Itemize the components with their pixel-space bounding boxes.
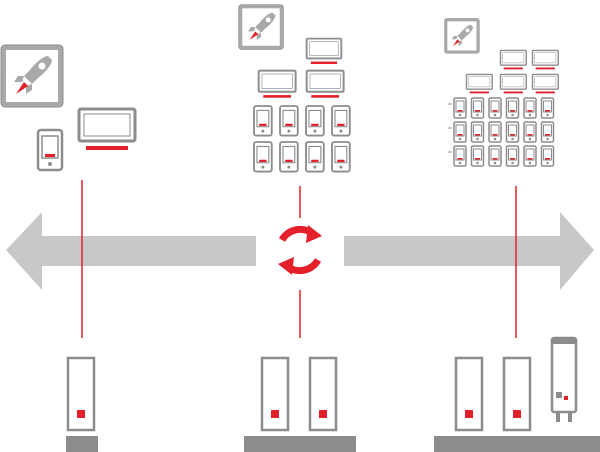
server-unit	[502, 356, 532, 432]
server-base	[434, 436, 600, 452]
smartphone-icon	[331, 141, 351, 173]
smartphone-icon	[36, 128, 64, 172]
server-unit	[66, 356, 96, 432]
laptop-icon	[305, 69, 345, 98]
smartphone-icon	[253, 105, 273, 137]
smartphone-icon	[488, 121, 502, 143]
laptop-icon	[77, 107, 137, 150]
smartphone-icon	[488, 97, 502, 119]
laptop-icon	[531, 49, 559, 70]
smartphone-icon	[505, 97, 520, 119]
connector-lines	[81, 180, 517, 338]
smartphone-icon	[505, 145, 520, 167]
laptop-icon	[531, 73, 559, 94]
rocket-icon	[238, 4, 284, 50]
server-base	[244, 436, 356, 452]
smartphone-icon	[453, 145, 467, 167]
circular-arrows-icon	[270, 220, 330, 280]
smartphone-icon	[453, 121, 467, 143]
tier-small	[0, 44, 137, 452]
smartphone-icon	[523, 97, 537, 119]
laptop-icon	[257, 69, 297, 98]
arrow-right-segment	[344, 212, 594, 290]
rocket-icon	[0, 44, 64, 108]
server-unit	[308, 356, 338, 432]
tier-medium	[238, 4, 356, 452]
smartphone-icon	[470, 97, 485, 119]
server-unit	[260, 356, 290, 432]
storage-unit-icon	[550, 336, 578, 422]
smartphone-grid	[253, 105, 351, 173]
smartphone-icon	[453, 97, 467, 119]
laptop-icon	[465, 73, 493, 94]
laptop-icon	[305, 37, 343, 65]
arrow-left-segment	[6, 212, 256, 290]
smartphone-icon	[305, 141, 325, 173]
smartphone-icon	[488, 145, 502, 167]
smartphone-icon	[523, 121, 537, 143]
rocket-icon	[444, 18, 480, 54]
smartphone-icon	[540, 145, 555, 167]
smartphone-icon	[331, 105, 351, 137]
server-unit	[454, 356, 484, 432]
grid-tick-marks	[448, 103, 452, 153]
smartphone-icon	[540, 97, 555, 119]
smartphone-icon	[540, 121, 555, 143]
laptop-icon	[499, 49, 527, 70]
smartphone-icon	[523, 145, 537, 167]
tier-large	[434, 18, 600, 452]
smartphone-icon	[253, 141, 273, 173]
smartphone-grid	[453, 97, 555, 167]
smartphone-icon	[505, 121, 520, 143]
smartphone-icon	[470, 121, 485, 143]
smartphone-icon	[279, 141, 299, 173]
smartphone-icon	[279, 105, 299, 137]
double-headed-arrow-icon	[6, 212, 594, 290]
laptop-icon	[499, 73, 527, 94]
smartphone-icon	[470, 145, 485, 167]
smartphone-icon	[305, 105, 325, 137]
server-base	[66, 436, 98, 452]
